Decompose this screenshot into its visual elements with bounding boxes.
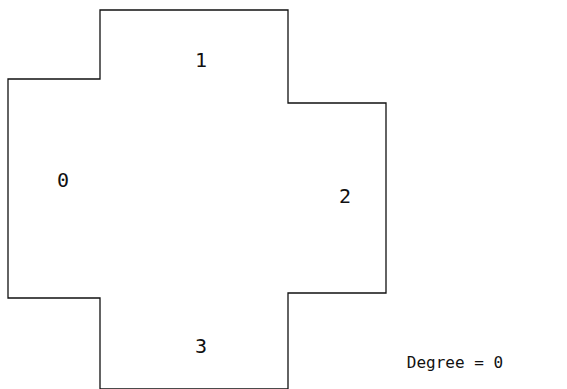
polygon-outline: [8, 10, 386, 389]
edge-number: 1: [195, 50, 207, 70]
edge-number: 3: [195, 336, 207, 356]
edge-number: 2: [339, 186, 351, 206]
edge-number: 0: [57, 170, 69, 190]
degree-label: Degree = 0: [407, 355, 503, 371]
